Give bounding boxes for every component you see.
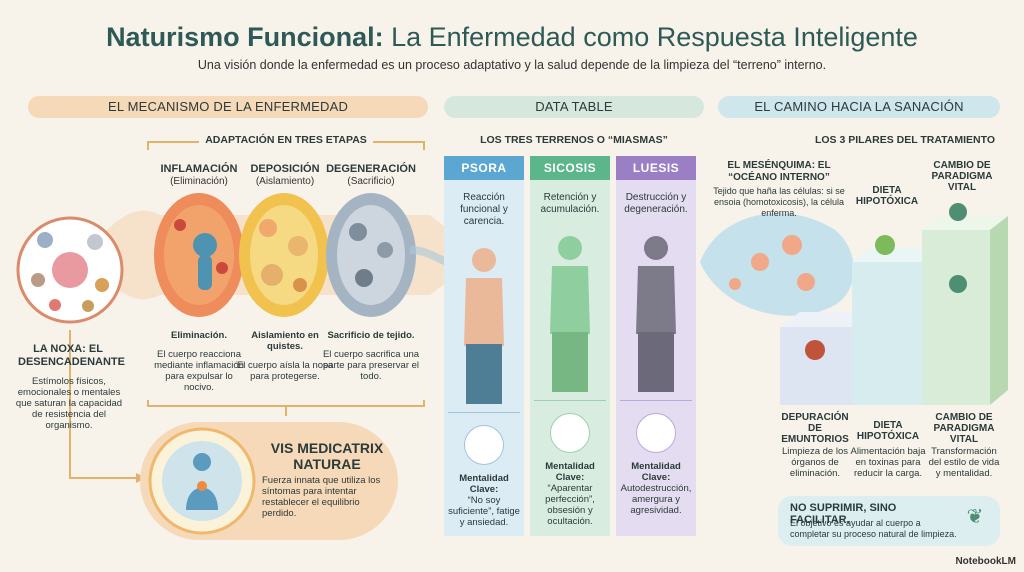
- pillar-title-depuracion: DEPURACIÓN DE EMUNTORIOS: [781, 412, 849, 445]
- column-psora: PSORA Reacción funcional y carencia. Men…: [444, 156, 524, 536]
- column-desc: Destrucción y degeneración.: [624, 192, 688, 215]
- column-name: PSORA: [444, 156, 524, 180]
- section-banner-table: DATA TABLE: [444, 96, 704, 118]
- top-label-dieta: DIETA HIPOTÓXICA: [855, 185, 919, 207]
- page-title: Naturismo Funcional: La Enfermedad como …: [106, 22, 918, 52]
- noxa-title: LA NOXA: EL DESENCADENANTE: [18, 343, 125, 368]
- body-figure-icon: [464, 248, 504, 404]
- stage-text-inflamacion: Eliminación.El cuerpo reacciona mediante…: [154, 330, 244, 393]
- stage-text-deposicion: Aislamiento en quistes.El cuerpo aísla l…: [236, 330, 334, 382]
- lightbulb-icon: [464, 425, 504, 465]
- stage-title-degeneracion: DEGENERACIÓN: [326, 163, 416, 175]
- column-luesis: LUESIS Destrucción y degeneración. Menta…: [616, 156, 696, 536]
- page-subtitle: Una visión donde la enfermedad es un pro…: [197, 58, 827, 72]
- column-name: LUESIS: [616, 156, 696, 180]
- pillar-text-depuracion: Limpieza de los órganos de eliminación.: [781, 446, 848, 479]
- stage-text-degeneracion: Sacrificio de tejido.El cuerpo sacrifica…: [322, 330, 420, 382]
- footer-brand: NotebookLM: [955, 556, 1016, 567]
- stage-title-deposicion: DEPOSICIÓN: [250, 163, 320, 175]
- mesenquima-text: Tejido que haña las células: si se ensoi…: [713, 186, 845, 218]
- stage-title-inflamacion: INFLAMACIÓN: [160, 163, 238, 175]
- brain-icon: [636, 413, 676, 453]
- vis-title: VIS MEDICATRIX NATURAE: [270, 440, 384, 472]
- callout-text: El objetivo es ayudar al cuerpo a comple…: [790, 518, 957, 539]
- table-header: LOS TRES TERRENOS O “MIASMAS”: [480, 134, 668, 146]
- body-figure-icon: [636, 236, 676, 392]
- stage-sub-inflamacion: (Eliminación): [170, 176, 228, 187]
- pillar-title-cambio: CAMBIO DE PARADIGMA VITAL: [933, 412, 995, 445]
- sprout-hand-icon: ❦: [966, 506, 984, 528]
- column-sicosis: SICOSIS Retención y acumulación. Mentali…: [530, 156, 610, 536]
- section-banner-healing: EL CAMINO HACIA LA SANACIÓN: [718, 96, 1000, 118]
- stage-sub-degeneracion: (Sacrificio): [347, 176, 395, 187]
- body-figure-icon: [550, 236, 590, 392]
- noxa-text: Estímolos físicos, emocionales o mentale…: [15, 376, 123, 431]
- column-mental: Mentalidad Clave:Autodestrucción, amergu…: [620, 461, 692, 516]
- callout-title: NO SUPRIMIR, SINO FACILITAR.: [790, 502, 897, 526]
- stage-sub-deposicion: (Aislamiento): [255, 176, 315, 187]
- column-desc: Retención y acumulación.: [540, 192, 600, 215]
- section-banner-mechanism: EL MECANISMO DE LA ENFERMEDAD: [28, 96, 428, 118]
- column-name: SICOSIS: [530, 156, 610, 180]
- column-mental: Mentalidad Clave:“Aparentar perfección”,…: [545, 461, 595, 527]
- column-mental: Mentalidad Clave:“No soy suficiente”, fa…: [448, 473, 520, 528]
- mask-icon: [550, 413, 590, 453]
- stages-header: ADAPTACIÓN EN TRES ETAPAS: [148, 134, 424, 146]
- mesenquima-title: EL MESÉNQUIMA: EL “OCÉANO INTERNO”: [727, 160, 831, 183]
- column-desc: Reacción funcional y carencia.: [460, 192, 508, 227]
- top-label-cambio: CAMBIO DE PARADIGMA VITAL: [931, 160, 993, 193]
- vis-text: Fuerza innata que utiliza los síntomas p…: [262, 475, 381, 519]
- pillars-header: LOS 3 PILARES DEL TRATAMIENTO: [814, 134, 996, 146]
- pillar-text-cambio: Transformación del estilo de vida y ment…: [928, 446, 1000, 479]
- pillar-text-dieta: Alimentación baja en toxinas para reduci…: [850, 446, 926, 479]
- pillar-title-dieta: DIETA HIPOTÓXICA: [856, 420, 920, 442]
